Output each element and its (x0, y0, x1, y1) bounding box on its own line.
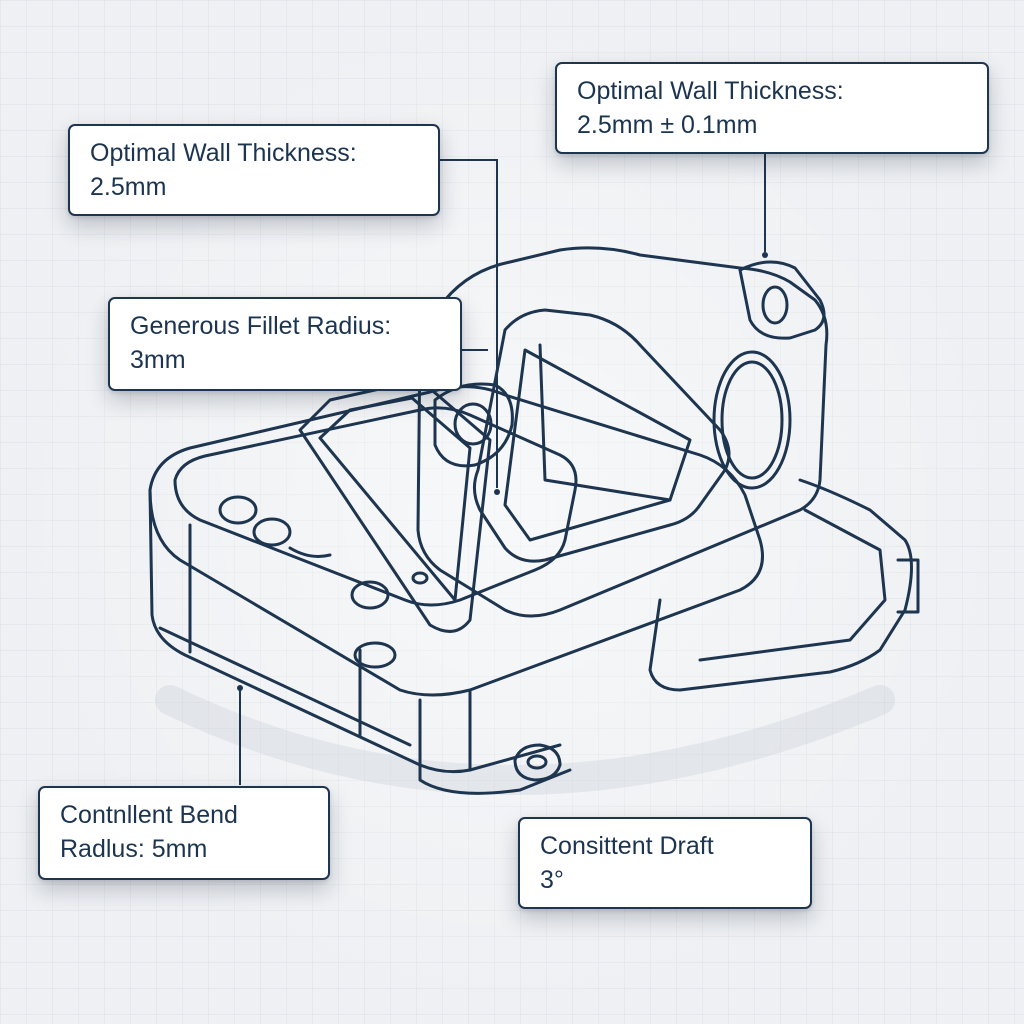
bottom-boss-hole (526, 754, 548, 770)
right-face-oval (712, 350, 792, 490)
callout-bend-radius: Contnllent Bend Radlus: 5mm (38, 786, 330, 880)
housing-inner-opening (473, 308, 731, 563)
right-flange-inner (698, 508, 887, 662)
leader-dot-top-right (762, 252, 768, 258)
callout-bend-radius-line1: Contnllent Bend (60, 801, 238, 829)
base-front-right (468, 688, 562, 772)
callout-wall-thickness-top-right: Optimal Wall Thickness: 2.5mm ± 0.1mm (555, 62, 989, 154)
right-flange-lip (896, 558, 920, 614)
right-face-oval-inner (720, 360, 784, 480)
bottom-boss (513, 743, 562, 782)
housing-boss-hole (453, 402, 493, 446)
right-ear-hole (761, 285, 789, 325)
base-hole-4 (411, 571, 429, 585)
callout-fillet-radius: Generous Fillet Radius: 3mm (108, 297, 462, 391)
housing-inner-floor (503, 348, 692, 542)
right-ear (738, 260, 826, 340)
callout-draft-line1: Consittent Draft (540, 832, 714, 860)
callout-bend-radius-line2: Radlus: 5mm (60, 835, 208, 863)
base-front-boss (353, 641, 397, 669)
callout-wall-thickness-top-right-line1: Optimal Wall Thickness: (577, 77, 844, 105)
base-front-edge (418, 698, 572, 795)
callout-draft: Consittent Draft 3° (518, 817, 812, 909)
callout-fillet-radius-line2: 3mm (130, 346, 186, 374)
left-rib-inner (318, 396, 472, 602)
right-flange (648, 478, 913, 692)
base-hole-3 (350, 580, 390, 610)
housing-boss (433, 382, 514, 468)
callout-wall-thickness-left-line2: 2.5mm (90, 173, 167, 201)
callout-wall-thickness-top-right-line2: 2.5mm ± 0.1mm (577, 111, 758, 139)
base-hole-1 (218, 495, 258, 525)
base-hole-2 (252, 517, 292, 547)
callout-fillet-radius-line1: Generous Fillet Radius: (130, 312, 392, 340)
housing-inner-wall (538, 343, 672, 502)
base-front-left (148, 488, 472, 774)
left-rib (298, 378, 492, 633)
leader-left-wall (440, 159, 498, 488)
housing-outer (416, 246, 829, 618)
part-ground-shadow (155, 685, 895, 795)
base-front-left-lower (158, 626, 412, 747)
leader-dot-bend (237, 685, 243, 691)
base-slot (288, 546, 332, 558)
leader-dot-left-wall (494, 489, 500, 495)
callout-draft-line2: 3° (540, 866, 564, 894)
callout-wall-thickness-left: Optimal Wall Thickness: 2.5mm (68, 124, 440, 216)
base-inner-plate (173, 406, 578, 607)
callout-wall-thickness-left-line1: Optimal Wall Thickness: (90, 139, 357, 167)
